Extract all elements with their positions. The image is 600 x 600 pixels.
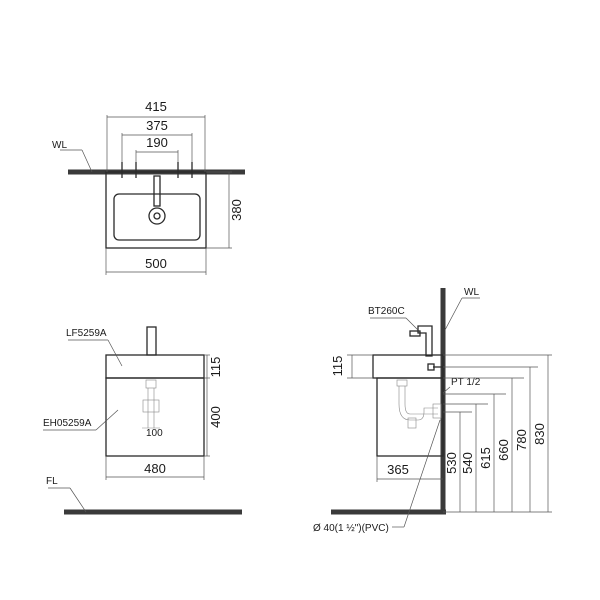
dim-415: 415 (145, 99, 167, 114)
cabinet-side (376, 377, 444, 457)
mounting-bolts (121, 162, 193, 178)
dim-500: 500 (145, 256, 167, 271)
height-830: 830 (532, 423, 547, 445)
dim-100-front: 100 (146, 428, 163, 439)
trap-side (396, 379, 442, 429)
wl-leader-diag (81, 149, 93, 173)
height-780: 780 (514, 429, 529, 451)
dim-365: 365 (387, 462, 409, 477)
top-view: WL 415 375 190 380 (52, 99, 245, 275)
basin-side (372, 354, 444, 379)
faucet-leader (405, 317, 419, 331)
front-view: 100 LF5259A EH05259A 115 400 480 FL (43, 326, 242, 515)
fl-leader (69, 487, 87, 513)
drain-center-top (153, 212, 161, 220)
wall-label-top: WL (52, 140, 67, 151)
faucet-front (146, 326, 157, 356)
side-view: WL BT260C PT 1/2 115 365 (313, 287, 552, 534)
floor-label: FL (46, 476, 58, 487)
drain-label: Ø 40(1 ½")(PVC) (313, 523, 389, 534)
faucet-spout-top (153, 175, 161, 207)
dim-190: 190 (146, 135, 168, 150)
cabinet-label: EH05259A (43, 418, 92, 429)
basin-front (105, 354, 205, 379)
dim-400-front: 400 (208, 406, 223, 428)
dim-115-front: 115 (208, 357, 223, 378)
basin-leader (107, 339, 123, 367)
height-dimensions (443, 354, 552, 513)
dim-380: 380 (229, 199, 244, 221)
dim-375: 375 (146, 118, 168, 133)
cabinet-front (105, 377, 205, 457)
cabinet-leader (95, 409, 119, 431)
wl-leader-side (444, 297, 463, 331)
supply-label: PT 1/2 (451, 377, 481, 388)
height-530: 530 (444, 452, 459, 474)
faucet-side (417, 325, 433, 357)
drain-top (148, 207, 166, 225)
height-615: 615 (478, 447, 493, 469)
height-540: 540 (460, 452, 475, 474)
trap-front (142, 379, 160, 429)
dim-480: 480 (144, 461, 166, 476)
basin-label: LF5259A (66, 328, 107, 339)
faucet-label: BT260C (368, 306, 405, 317)
basin-bowl-top (113, 193, 201, 241)
drain-leader (403, 419, 441, 528)
dim-115-side: 115 (330, 356, 345, 377)
basin-outline-top (105, 171, 207, 249)
wall-label-side: WL (464, 287, 479, 298)
height-660: 660 (496, 439, 511, 461)
